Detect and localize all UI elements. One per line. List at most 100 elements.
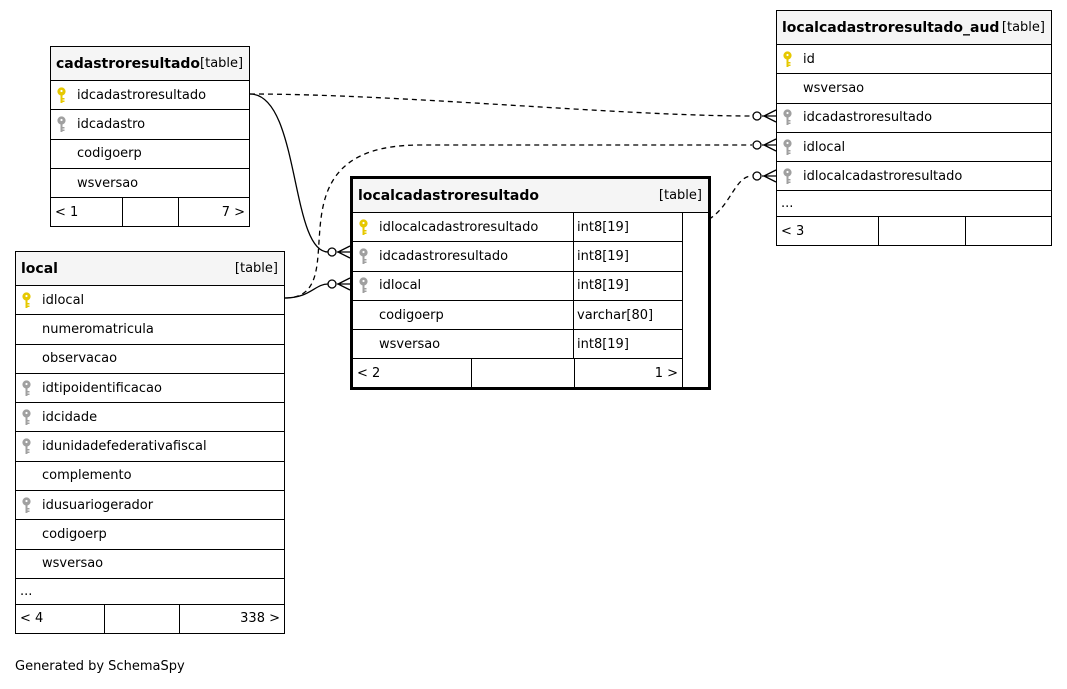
footer-spacer xyxy=(122,198,179,227)
table-localcadastroresultado-aud[interactable]: localcadastroresultado_aud [table] id wsv… xyxy=(776,10,1052,247)
foreign-key-icon xyxy=(783,168,803,185)
column-name: idlocal xyxy=(803,139,846,155)
column-row: idtipoidentificacao xyxy=(16,374,284,404)
column-name: complemento xyxy=(42,468,132,484)
column-row: observacao xyxy=(16,345,284,374)
relation-cadastroresultado-aud xyxy=(249,93,753,117)
primary-key-icon xyxy=(359,219,379,236)
column-name: observacao xyxy=(42,351,118,367)
column-name: idcadastroresultado xyxy=(803,110,933,126)
table-type: [table] xyxy=(1001,20,1045,35)
table-type: [table] xyxy=(658,188,702,203)
column-row: numeromatricula xyxy=(16,315,284,345)
column-datatype: varchar[80] xyxy=(573,300,682,330)
column-row: complemento xyxy=(16,462,284,492)
foreign-key-icon xyxy=(359,277,379,294)
crowfoot-aud-idlocal xyxy=(752,138,777,152)
primary-key-icon xyxy=(783,51,803,68)
column-row: idlocalcadastroresultado xyxy=(777,162,1051,192)
foreign-key-icon xyxy=(22,497,42,514)
column-datatype: int8[19] xyxy=(573,271,682,300)
table-name: localcadastroresultado_aud xyxy=(782,19,1000,36)
table-footer: < 1 7 > xyxy=(51,198,249,227)
foreign-key-icon xyxy=(22,438,42,455)
table-localcadastroresultado[interactable]: localcadastroresultado [table] idlocalca… xyxy=(350,176,711,391)
crowfoot-aud-idcadastroresultado xyxy=(752,109,777,123)
table-footer: < 2 1 > xyxy=(353,359,683,388)
foreign-key-icon xyxy=(783,109,803,126)
relation-local-aud xyxy=(284,144,752,299)
table-header: local [table] xyxy=(16,252,284,286)
column-datatype: int8[19] xyxy=(573,330,682,359)
parent-count: < 2 xyxy=(357,365,381,381)
column-row: wsversao xyxy=(51,169,249,199)
foreign-key-icon xyxy=(22,409,42,426)
column-row: wsversao xyxy=(777,74,1051,104)
table-footer: < 4 338 > xyxy=(16,604,284,633)
footer-spacer xyxy=(878,217,966,246)
more-columns: ... xyxy=(777,191,1051,218)
column-name: idcadastroresultado xyxy=(77,87,207,103)
column-row: idunidadefederativafiscal xyxy=(16,432,284,462)
column-row: codigoerp xyxy=(16,520,284,550)
column-row: codigoerp xyxy=(51,140,249,169)
column-name: idlocalcadastroresultado xyxy=(379,219,539,235)
column-row: idlocal xyxy=(777,133,1051,163)
column-row: idlocalcadastroresultado int8[19] xyxy=(353,213,683,243)
column-name: idcidade xyxy=(42,409,98,425)
footer-spacer xyxy=(104,604,180,633)
relation-local-localcadastroresultado xyxy=(284,283,329,299)
column-row: codigoerp varchar[80] xyxy=(353,300,683,331)
column-name: codigoerp xyxy=(379,307,444,323)
column-datatype: int8[19] xyxy=(573,213,682,242)
parent-count: < 4 xyxy=(20,611,44,627)
relation-cadastroresultado-localcadastroresultado xyxy=(249,93,329,253)
column-row: wsversao xyxy=(16,550,284,579)
column-name: codigoerp xyxy=(77,146,142,162)
column-row: wsversao int8[19] xyxy=(353,330,683,360)
parent-count: < 3 xyxy=(781,223,805,239)
crowfoot-local-cadastroresultado xyxy=(327,245,351,259)
table-name: local xyxy=(21,260,58,277)
column-row: id xyxy=(777,45,1051,75)
column-name: idcadastro xyxy=(77,116,146,132)
table-header: cadastroresultado [table] xyxy=(51,47,249,81)
column-row: idcadastroresultado xyxy=(51,81,249,111)
table-name: cadastroresultado xyxy=(56,55,201,72)
table-type: [table] xyxy=(200,56,244,71)
foreign-key-icon xyxy=(359,248,379,265)
generated-by-label: Generated by SchemaSpy xyxy=(15,659,185,674)
column-name: wsversao xyxy=(803,80,865,96)
column-row: idusuariogerador xyxy=(16,491,284,521)
table-local[interactable]: local [table] idlocal numeromatricula obse… xyxy=(15,251,285,634)
table-cadastroresultado[interactable]: cadastroresultado [table] idcadastroresu… xyxy=(50,46,250,228)
table-header: localcadastroresultado_aud [table] xyxy=(777,11,1051,45)
column-name: wsversao xyxy=(77,175,139,191)
column-datatype: int8[19] xyxy=(573,242,682,271)
table-footer: < 3 xyxy=(777,217,1051,246)
column-name: idusuariogerador xyxy=(42,497,154,513)
column-name: idlocal xyxy=(42,292,85,308)
child-count: 1 > xyxy=(654,365,678,381)
column-row: idcadastro xyxy=(51,110,249,140)
child-count: 7 > xyxy=(221,204,245,220)
column-name: wsversao xyxy=(379,336,441,352)
foreign-key-icon xyxy=(57,116,77,133)
child-count: 338 > xyxy=(240,611,280,627)
column-row: idlocal xyxy=(16,286,284,316)
column-name: numeromatricula xyxy=(42,321,154,337)
column-name: idlocalcadastroresultado xyxy=(803,168,963,184)
column-name: id xyxy=(803,51,815,67)
column-row: idcidade xyxy=(16,403,284,433)
primary-key-icon xyxy=(22,292,42,309)
column-name: wsversao xyxy=(42,556,104,572)
more-columns: ... xyxy=(16,579,284,605)
child-count xyxy=(966,217,1051,245)
table-name: localcadastroresultado xyxy=(358,187,540,204)
column-name: idtipoidentificacao xyxy=(42,380,162,396)
crowfoot-aud-idlocalcadastroresultado xyxy=(752,169,777,183)
crowfoot-local-local xyxy=(327,277,351,291)
foreign-key-icon xyxy=(22,379,42,397)
